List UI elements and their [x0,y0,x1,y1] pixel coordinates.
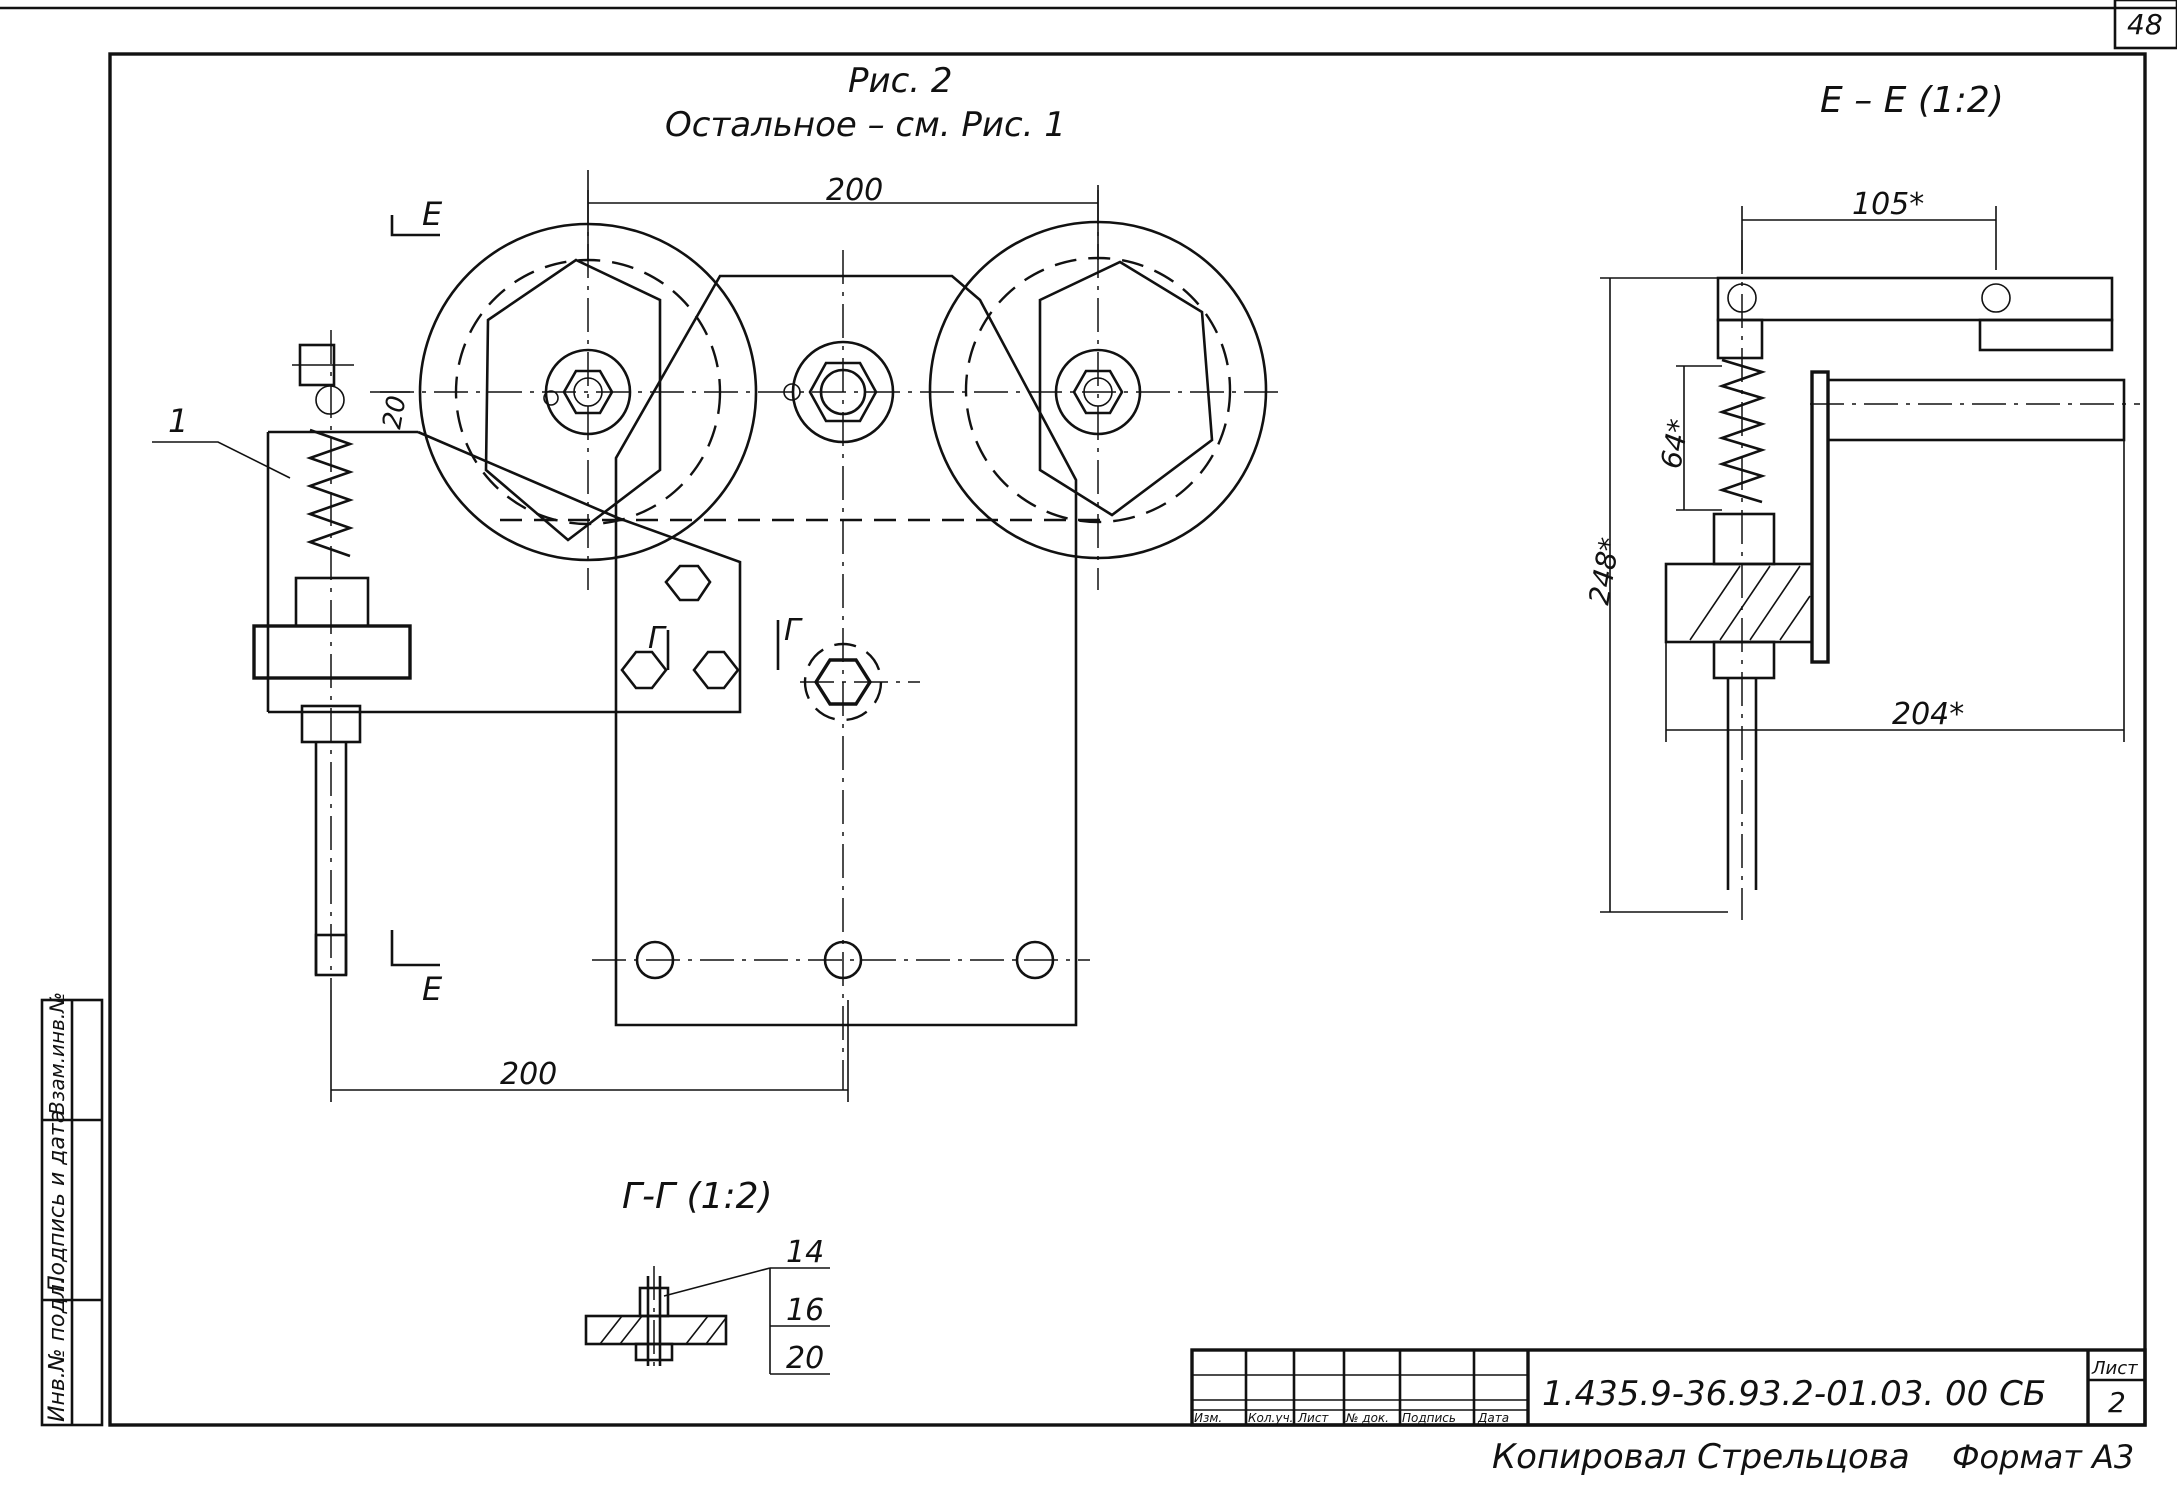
sheet-frame: 48 [0,0,2177,1427]
section-e-title: Е – Е (1:2) [1820,80,2004,121]
cut-mark-e-bottom: Е [422,970,443,1008]
leader-part-1: 1 [168,402,188,440]
col-kol-uch: Кол.уч. [1248,1411,1293,1425]
sheet-number: 2 [2108,1386,2126,1419]
cut-mark-g-left: Г [648,621,667,656]
figure-note: Остальное – см. Рис. 1 [665,105,1066,145]
dim-offset: 20 [377,393,412,431]
section-e-view: 105* 64* 248* 204* [1582,187,2140,920]
spring-assembly [252,330,412,990]
side-stamp: Инв.№ подл. Подпись и дата Взам.инв.№ [40,992,104,1427]
col-list: Лист [1297,1411,1329,1425]
section-g-title: Г-Г (1:2) [622,1176,773,1217]
designation: 1.435.9-36.93.2-01.03. 00 СБ [1542,1374,2046,1414]
sheet-label: Лист [2091,1358,2138,1379]
nut-left [543,348,632,436]
dim-section-spring: 64* [1654,417,1695,472]
leader-part-14: 14 [786,1235,824,1270]
corner-number: 48 [2127,8,2163,41]
dim-section-depth: 204* [1892,697,1964,732]
col-izm: Изм. [1194,1411,1222,1425]
col-sign: Подпись [1402,1411,1456,1425]
dim-section-width: 105* [1852,187,1924,222]
dim-section-height: 248* [1582,535,1626,607]
cut-mark-g-right: Г [784,613,803,648]
main-view: Е Е Г Г 200 200 20 1 [152,170,1280,1102]
dim-bottom-width: 200 [500,1057,557,1092]
col-doc: № док. [1345,1411,1389,1425]
leader-part-16: 16 [786,1293,824,1328]
stamp-inv-replace: Взам.инв.№ [45,992,69,1115]
section-g-view: Г-Г (1:2) 14 16 20 [584,1176,830,1376]
dim-top-width: 200 [826,173,883,208]
copied-by: Копировал Стрельцова [1492,1437,1910,1477]
title-block: Изм. Кол.уч. Лист № док. Подпись Дата 1.… [1190,1348,2147,1427]
stamp-inv-podl: Инв.№ подл. [45,1277,70,1422]
col-date: Дата [1477,1411,1509,1425]
format: Формат А3 [1952,1438,2134,1476]
figure-title: Рис. 2 [848,61,953,101]
leader-part-20: 20 [786,1341,824,1376]
nut-right [1054,348,1142,436]
nut-center [783,340,895,444]
stamp-sign-date: Подпись и дата [45,1110,70,1292]
cut-mark-e-top: Е [422,195,443,233]
